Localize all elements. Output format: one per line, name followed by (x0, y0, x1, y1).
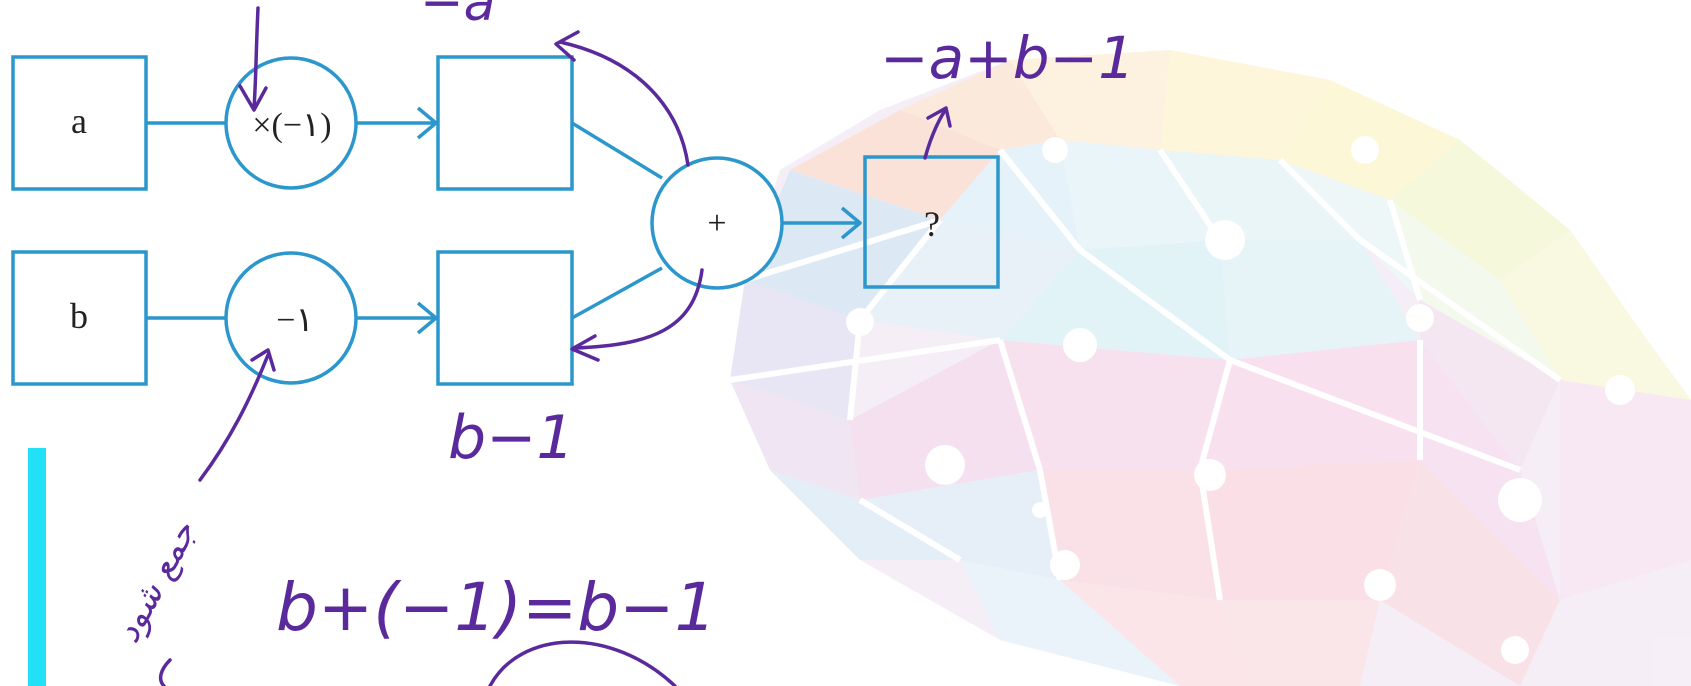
bottom-result-box (436, 250, 574, 386)
arrowhead-bottom-box (416, 301, 438, 335)
arrowhead-output (840, 206, 862, 240)
output-label: ? (924, 204, 940, 244)
bracket-stroke-left (158, 658, 172, 686)
handwritten-arrows (158, 6, 952, 686)
arrowheads (416, 106, 862, 335)
multiply-node (224, 56, 358, 190)
sum-node-label: + (707, 205, 726, 242)
input-a-box (11, 55, 148, 191)
subtract-node-label: −۱ (276, 302, 313, 339)
curve-sum-to-top-box (558, 40, 690, 167)
multiply-node-label: ×(−۱) (252, 107, 331, 144)
pointer-arrow-top (252, 6, 260, 110)
pointer-arrow-output (923, 110, 946, 160)
brain-watermark (729, 50, 1691, 686)
curve-sum-to-bottom-box (573, 268, 704, 350)
pointer-arrowhead-output (926, 106, 952, 128)
top-result-note: −a (420, 0, 495, 33)
wire-top-box-to-sum (571, 121, 663, 180)
top-result-box (436, 55, 574, 191)
pointer-arrowhead-top (238, 84, 268, 112)
sum-node (650, 156, 784, 290)
curve-top-arrowhead (554, 30, 580, 62)
accent-bar (28, 448, 46, 686)
curve-bottom-arrowhead (570, 334, 600, 362)
input-b-label: b (70, 296, 88, 336)
side-note: جمع شود (108, 514, 205, 649)
bottom-result-note: b−1 (448, 403, 575, 473)
output-result-note: −a+b−1 (880, 24, 1135, 92)
equation-note: b+(−1)=b−1 (276, 569, 716, 646)
wire-bottom-box-to-sum (571, 266, 663, 320)
pointer-arrow-subtract (198, 353, 270, 482)
input-b-box (11, 250, 148, 386)
arrowhead-top-box (416, 106, 438, 140)
pointer-arrowhead-subtract (250, 348, 276, 372)
output-box (863, 155, 1000, 289)
loop-stroke-bottom (488, 640, 677, 686)
connector-lines (146, 121, 858, 320)
subtract-node (224, 251, 358, 385)
input-a-label: a (71, 101, 87, 141)
